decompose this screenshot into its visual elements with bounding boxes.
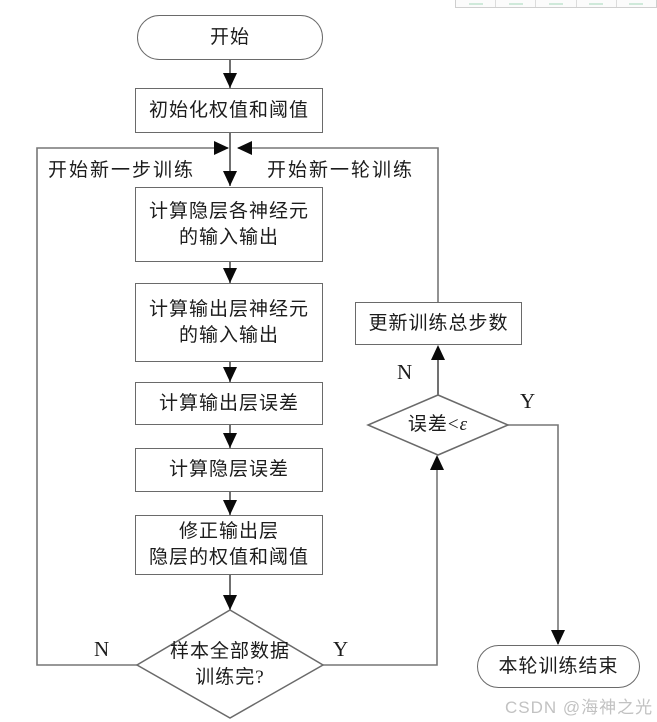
label-error-no: N <box>397 360 413 384</box>
label-sample-yes: Y <box>333 637 349 661</box>
node-sample-done-line1: 样本全部数据 <box>169 641 290 662</box>
arrow-into-hidden-err <box>223 433 237 448</box>
edge-errcheck-yes-end <box>508 424 559 644</box>
node-start-label: 开始 <box>209 26 250 48</box>
arrow-into-output-err <box>223 367 237 382</box>
node-init-weights: 初始化权值和阈值 <box>135 88 323 133</box>
node-hidden-layer-io: 计算隐层各神经元 的输入输出 <box>135 187 323 262</box>
node-end-round: 本轮训练结束 <box>477 645 640 688</box>
toolbar-button-5[interactable] <box>617 0 656 7</box>
arrow-into-end <box>551 630 565 645</box>
node-init-weights-label: 初始化权值和阈值 <box>148 99 309 121</box>
node-output-layer-io-line1: 计算输出层神经元 <box>148 298 309 320</box>
csdn-watermark: CSDN @海神之光 <box>505 698 654 717</box>
node-sample-done-decision: 样本全部数据 训练完? <box>137 630 323 700</box>
node-start: 开始 <box>137 15 323 60</box>
toolbar-button-1[interactable] <box>456 0 497 7</box>
err-check-diamond-shape <box>366 394 510 456</box>
label-new-round-training: 开始新一轮训练 <box>267 160 415 181</box>
toolbar-button-4[interactable] <box>577 0 617 7</box>
node-correct-weights: 修正输出层 隐层的权值和阈值 <box>135 515 323 575</box>
node-update-total-steps: 更新训练总步数 <box>355 302 522 345</box>
cropped-image-toolbar <box>455 0 657 8</box>
arrow-into-update-steps <box>431 345 445 360</box>
arrow-into-correct <box>223 500 237 515</box>
arrow-junction-from-right <box>237 141 252 155</box>
arrowheads <box>214 73 565 645</box>
node-update-total-steps-label: 更新训练总步数 <box>368 312 509 334</box>
epsilon-symbol: ε <box>459 414 469 435</box>
sample-done-diamond-shape <box>135 609 325 719</box>
node-output-layer-io-line2: 的输入输出 <box>178 324 279 346</box>
node-end-round-label: 本轮训练结束 <box>498 655 619 677</box>
toolbar-button-5-glyph <box>629 3 644 5</box>
label-new-step-training: 开始新一步训练 <box>48 160 196 181</box>
toolbar-button-2[interactable] <box>496 0 537 7</box>
edge-sample-no-loop <box>36 147 228 666</box>
toolbar-button-1-glyph <box>468 3 483 5</box>
node-correct-weights-line1: 修正输出层 <box>178 521 279 542</box>
node-output-layer-io: 计算输出层神经元 的输入输出 <box>135 283 323 362</box>
node-error-check-label: 误差< <box>407 414 460 435</box>
arrow-into-init <box>223 73 237 88</box>
node-correct-weights-line2: 隐层的权值和阈值 <box>148 547 309 568</box>
node-hidden-layer-error: 计算隐层误差 <box>135 448 323 492</box>
arrow-into-output-io <box>223 268 237 283</box>
diamonds <box>135 394 510 719</box>
node-output-layer-error-label: 计算输出层误差 <box>158 392 299 414</box>
node-output-layer-error: 计算输出层误差 <box>135 382 323 425</box>
label-error-yes: Y <box>520 389 536 413</box>
edge-sample-yes <box>323 457 438 666</box>
arrow-junction-from-left <box>214 141 229 155</box>
toolbar-button-2-glyph <box>508 3 523 5</box>
label-sample-no: N <box>94 637 110 661</box>
node-hidden-layer-io-line1: 计算隐层各神经元 <box>148 200 309 222</box>
node-hidden-layer-io-line2: 的输入输出 <box>178 226 279 248</box>
edge-new-round-loop <box>238 147 439 302</box>
arrow-into-hidden-io <box>223 171 237 186</box>
node-error-check-decision: 误差<ε <box>368 401 508 449</box>
loop-edges <box>36 147 559 666</box>
toolbar-button-4-glyph <box>589 3 604 5</box>
toolbar-button-3[interactable] <box>536 0 577 7</box>
toolbar-button-3-glyph <box>549 3 563 5</box>
arrow-into-errcheck-bottom <box>430 455 444 470</box>
arrow-into-sample-diamond <box>223 595 237 610</box>
node-hidden-layer-error-label: 计算隐层误差 <box>168 459 289 480</box>
node-sample-done-line2: 训练完? <box>195 667 265 688</box>
